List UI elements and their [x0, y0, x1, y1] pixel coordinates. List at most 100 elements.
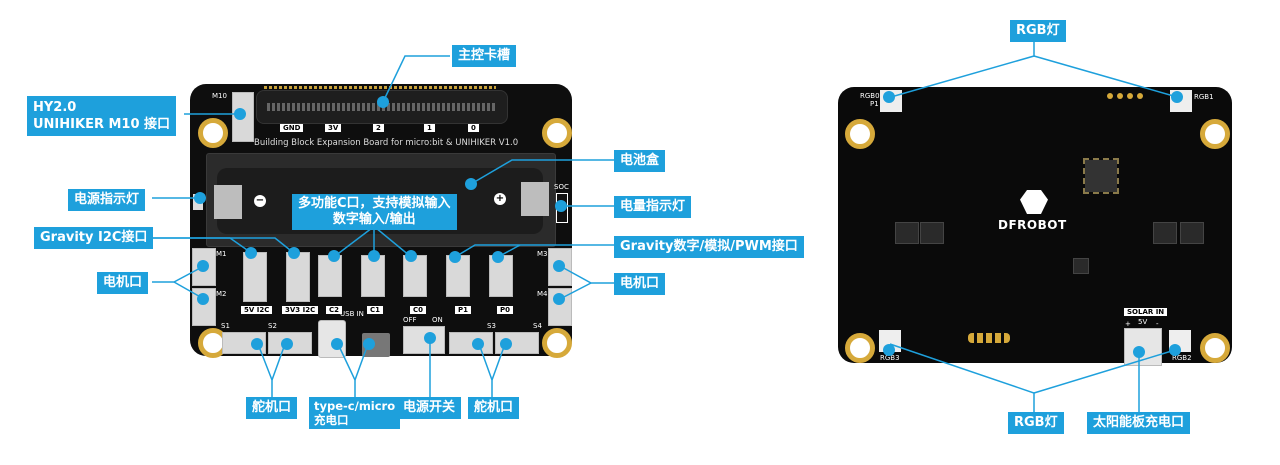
callout-gravity-i2c: Gravity I2C接口 — [34, 227, 154, 249]
header-pads — [968, 333, 1010, 343]
callout-multi-c-line1: 多功能C口，支持模拟输入 — [298, 196, 451, 211]
callout-dot — [405, 250, 417, 262]
callout-dot — [449, 251, 461, 263]
c0-silk: C0 — [410, 306, 427, 314]
s1-silk: S1 — [221, 322, 230, 330]
mounting-hole — [542, 118, 572, 148]
callout-dot — [555, 200, 567, 212]
dfrobot-logo-text: DFROBOT — [998, 218, 1067, 232]
callout-dot — [234, 108, 246, 120]
callout-hy20-line1: HY2.0 — [33, 100, 77, 115]
m2-silk: M2 — [216, 290, 227, 298]
callout-dot — [281, 338, 293, 350]
test-pad — [1107, 93, 1113, 99]
board-title-silkscreen: Building Block Expansion Board for micro… — [254, 138, 519, 148]
driver-chip — [1153, 222, 1177, 244]
callout-usb-charge: type-c/micro 充电口 — [309, 397, 401, 429]
c2-silk: C2 — [326, 306, 343, 314]
callout-rgb-top: RGB灯 — [1010, 20, 1066, 42]
mounting-hole — [1200, 333, 1230, 363]
callout-dot — [245, 247, 257, 259]
rgb2-silk: RGB2 — [1172, 354, 1192, 362]
edge-pin-label: 1 — [424, 124, 435, 132]
driver-chip — [1180, 222, 1204, 244]
callout-dot — [553, 293, 565, 305]
edge-pin-label: 2 — [373, 124, 384, 132]
power-chip — [1073, 258, 1089, 274]
callout-multi-c-line2: 数字输入/输出 — [332, 212, 416, 227]
i2c-3v3-connector — [286, 252, 310, 302]
s3-silk: S3 — [487, 322, 496, 330]
servo-port-s3 — [449, 332, 493, 354]
driver-chip — [895, 222, 919, 244]
i2c-5v-connector — [243, 252, 267, 302]
callout-usb-charge-line2: 充电口 — [314, 413, 349, 427]
solar-5v-silk: 5V — [1138, 318, 1148, 326]
callout-motor-right: 电机口 — [614, 273, 666, 295]
c2-connector — [318, 255, 342, 297]
callout-dot — [194, 192, 206, 204]
battery-plus-icon: + — [494, 193, 506, 205]
callout-servo-right: 舵机口 — [468, 397, 520, 419]
callout-dot — [328, 250, 340, 262]
test-pad — [1127, 93, 1133, 99]
m10-silk: M10 — [212, 92, 227, 100]
edge-pin-label: GND — [280, 124, 304, 132]
solar-minus-silk: - — [1156, 320, 1159, 328]
slot-top-pads — [264, 86, 496, 89]
callout-dot — [1133, 346, 1145, 358]
m3-silk: M3 — [537, 250, 548, 258]
callout-rgb-bottom: RGB灯 — [1008, 412, 1064, 434]
edge-pin-label: 0 — [468, 124, 479, 132]
callout-usb-charge-line1: type-c/micro — [314, 399, 396, 413]
callout-dot — [368, 250, 380, 262]
callout-dot — [197, 293, 209, 305]
rgb0-p-silk: P1 — [870, 100, 879, 108]
solar-plus-silk: + — [1125, 320, 1131, 328]
callout-dot — [197, 260, 209, 272]
solar-in-silk: SOLAR IN — [1124, 308, 1168, 316]
callout-dot — [472, 338, 484, 350]
callout-dot — [553, 260, 565, 272]
test-pad — [1137, 93, 1143, 99]
m1-silk: M1 — [216, 250, 227, 258]
callout-dot — [1171, 91, 1183, 103]
callout-dot — [492, 251, 504, 263]
driver-chip — [920, 222, 944, 244]
i2c-3v3-silk: 3V3 I2C — [282, 306, 319, 314]
callout-power-indicator: 电源指示灯 — [68, 189, 146, 211]
edge-pin-label: 3V — [325, 124, 342, 132]
mounting-hole — [845, 333, 875, 363]
callout-hy20-line2: UNIHIKER M10 接口 — [33, 117, 171, 132]
callout-dot — [377, 96, 389, 108]
callout-dot — [1169, 344, 1181, 356]
c1-silk: C1 — [367, 306, 384, 314]
callout-multi-c: 多功能C口，支持模拟输入 数字输入/输出 — [292, 194, 457, 230]
p0-silk: P0 — [497, 306, 514, 314]
c0-connector — [403, 255, 427, 297]
callout-motor-left: 电机口 — [97, 272, 149, 294]
rgb1-silk: RGB1 — [1194, 93, 1214, 101]
callout-power-switch: 电源开关 — [397, 397, 462, 419]
callout-charge-indicator: 电量指示灯 — [614, 196, 692, 218]
mounting-hole — [542, 328, 572, 358]
callout-dot — [883, 91, 895, 103]
callout-dot — [500, 338, 512, 350]
callout-dot — [288, 247, 300, 259]
callout-solar-charge: 太阳能板充电口 — [1087, 412, 1191, 434]
mounting-hole — [1200, 119, 1230, 149]
callout-dot — [363, 338, 375, 350]
mounting-hole — [198, 118, 228, 148]
callout-dot — [883, 344, 895, 356]
callout-dot — [331, 338, 343, 350]
switch-off-silk: OFF — [403, 316, 417, 324]
i2c-5v-silk: 5V I2C — [241, 306, 273, 314]
callout-dot — [424, 332, 436, 344]
p1-silk: P1 — [455, 306, 472, 314]
rgb0-silk: RGB0 — [860, 92, 880, 100]
callout-dot — [465, 178, 477, 190]
c1-connector — [361, 255, 385, 297]
m4-silk: M4 — [537, 290, 548, 298]
callout-dot — [251, 338, 263, 350]
switch-on-silk: ON — [432, 316, 443, 324]
